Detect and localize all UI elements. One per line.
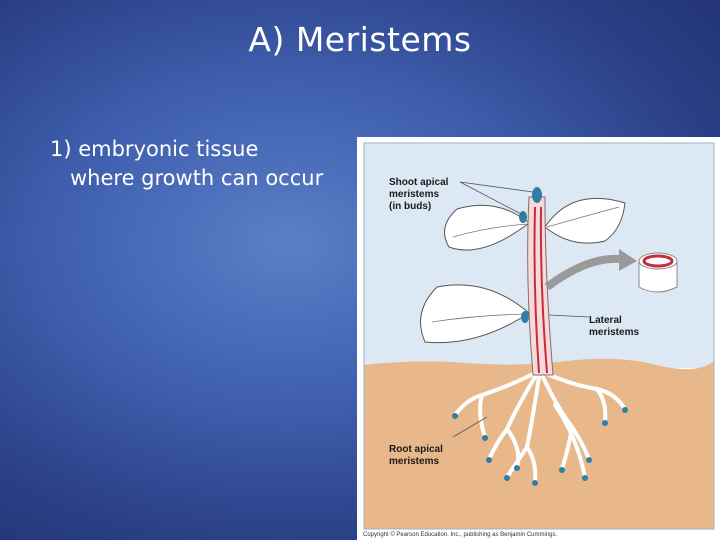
slide-title: A) Meristems	[248, 20, 472, 59]
terminal-bud	[532, 187, 542, 203]
figure-border	[363, 142, 715, 530]
zoom-arrow-head	[619, 249, 637, 271]
label-root-2: meristems	[389, 456, 439, 467]
bullet-line-2: where growth can occur	[70, 166, 324, 190]
bullet-text: 1) embryonic tissue where growth can occ…	[50, 135, 323, 193]
root-tip-markers	[452, 407, 628, 486]
soil	[364, 358, 714, 529]
vascular-line-right	[539, 206, 548, 374]
copyright-text: Copyright © Pearson Education, Inc., pub…	[363, 531, 558, 538]
root-system	[453, 371, 627, 484]
label-root-1: Root apical	[389, 444, 443, 455]
upper-left-leaf	[444, 204, 530, 251]
axillary-bud-upper	[519, 211, 527, 223]
bullet-line-1: 1) embryonic tissue	[50, 137, 259, 161]
zoom-arrow	[544, 254, 620, 291]
axillary-bud-lower	[521, 311, 529, 323]
label-leaders	[452, 181, 590, 438]
label-shoot-3: (in buds)	[389, 201, 431, 212]
label-shoot-1: Shoot apical	[389, 177, 449, 188]
upper-right-leaf	[544, 197, 626, 244]
label-lateral-1: Lateral	[589, 315, 622, 326]
vascular-line-left	[533, 206, 540, 374]
label-lateral-2: meristems	[589, 327, 639, 338]
leaf-veins	[431, 206, 620, 323]
lateral-meristem-cylinder	[638, 252, 678, 293]
lower-left-leaf	[420, 284, 530, 344]
label-shoot-2: meristems	[389, 189, 439, 200]
plant-diagram: Shoot apical meristems (in buds) Lateral…	[363, 142, 715, 538]
plant-meristem-figure: Shoot apical meristems (in buds) Lateral…	[357, 137, 720, 540]
